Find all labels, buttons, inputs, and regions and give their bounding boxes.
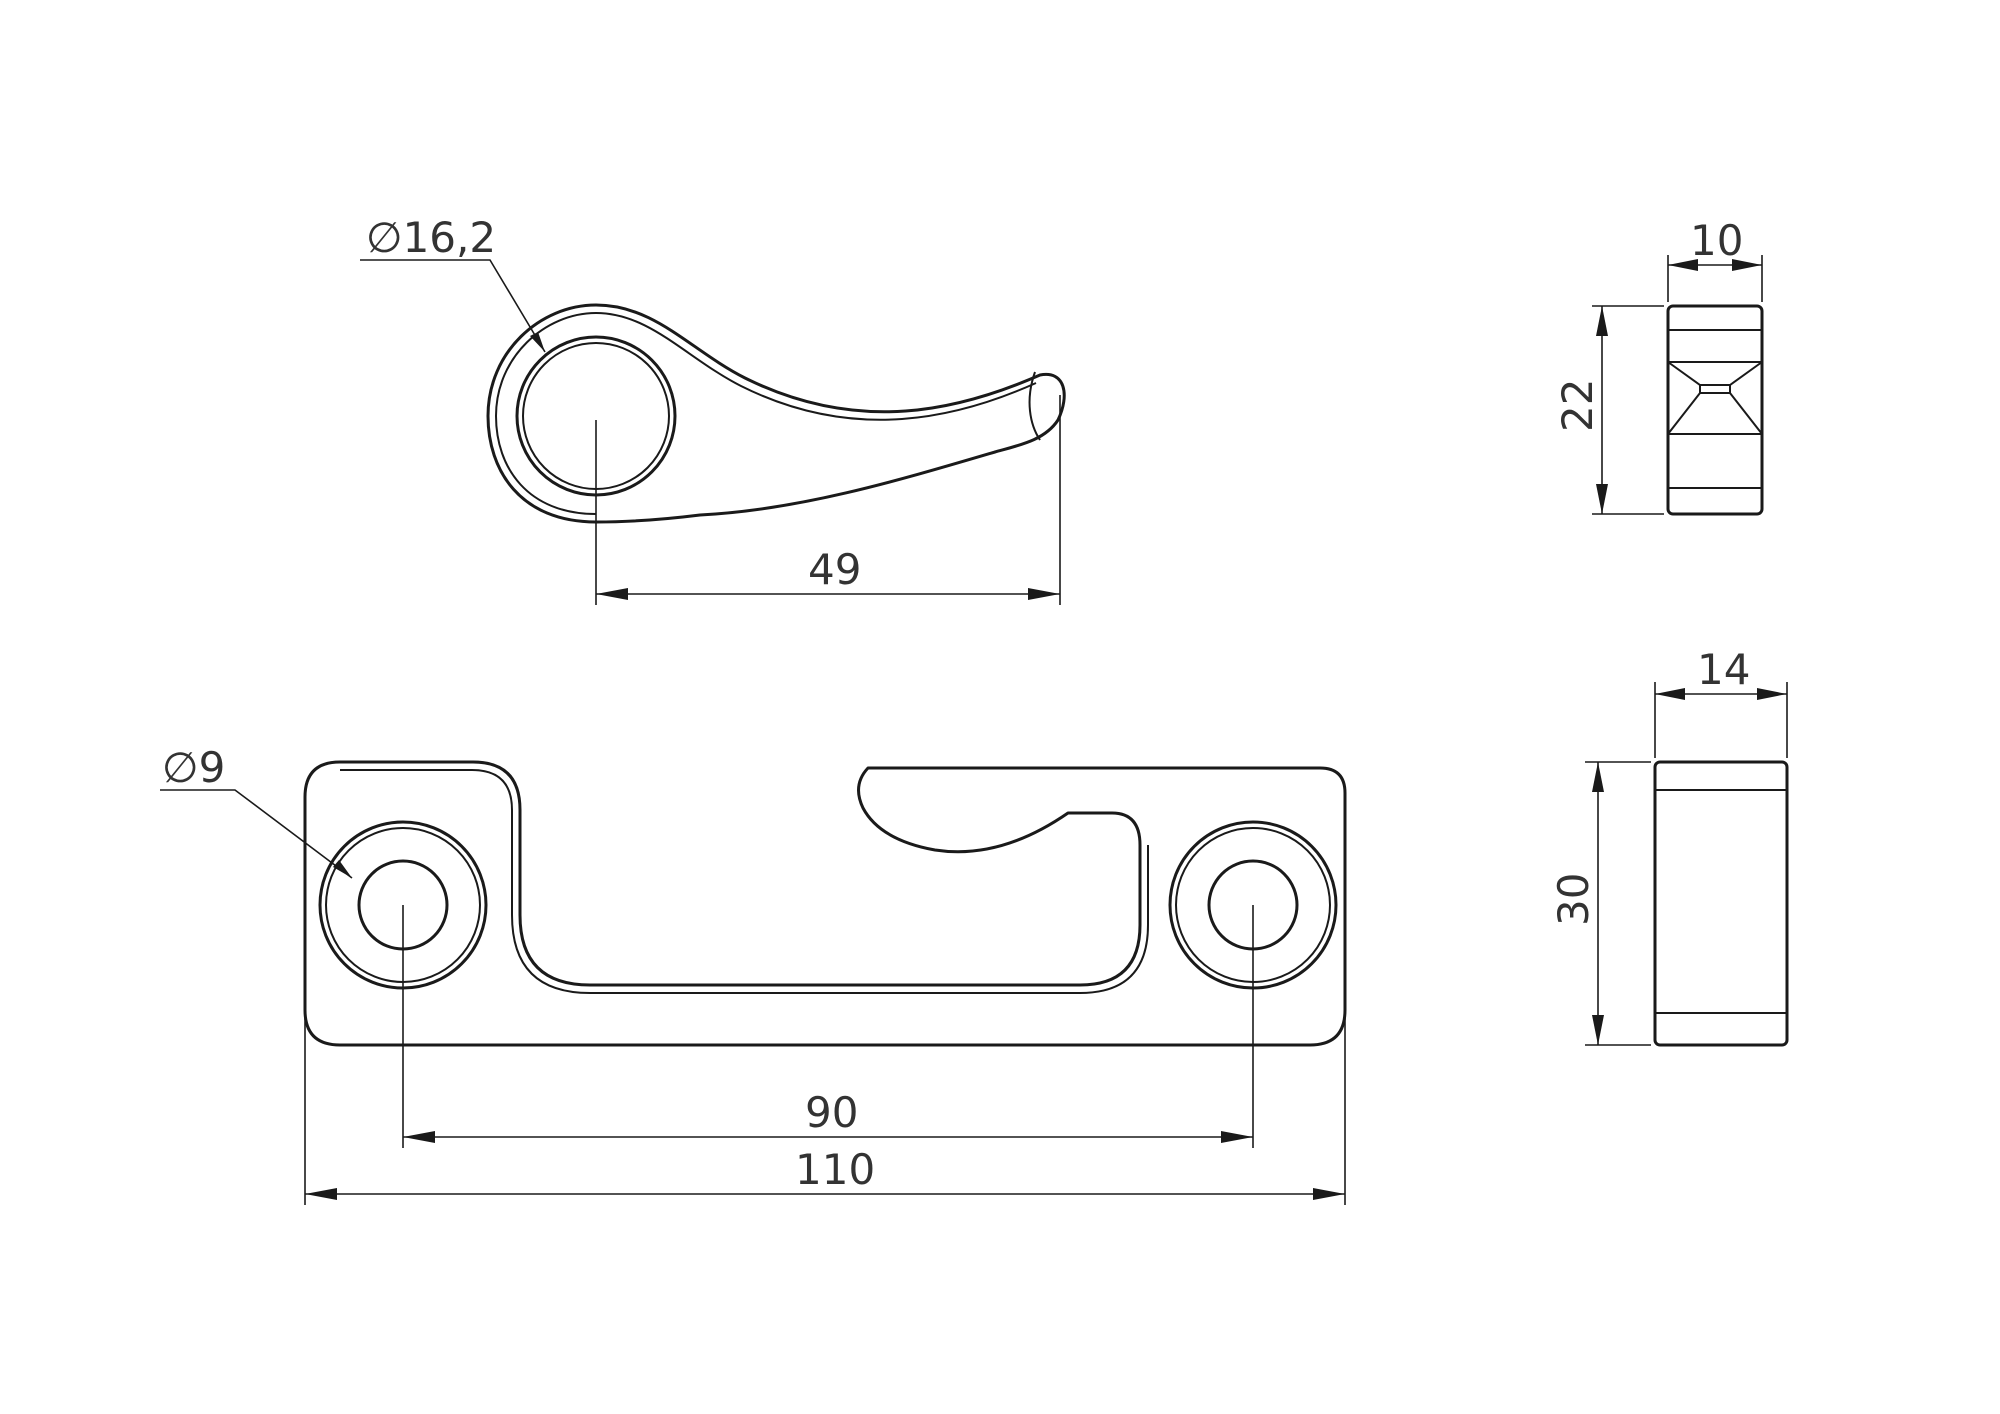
hook-side-bevel (1667, 361, 1763, 435)
hook-side-body (1666, 304, 1764, 516)
dim-hook-hole-diameter: ∅16,2 (360, 213, 546, 353)
dim-text-plate-hole-spacing: 90 (805, 1088, 858, 1137)
dim-text-hook-hole-diameter: ∅16,2 (366, 213, 496, 262)
plate-outline-inner (340, 769, 1149, 994)
hook-outline-inner (494, 311, 1037, 515)
dim-plate-side-thickness: 14 (1654, 645, 1788, 758)
hook-top-view (486, 303, 1066, 524)
dim-hook-side-height: 22 (1553, 305, 1664, 515)
dim-plate-length: 110 (304, 1015, 1346, 1205)
dim-text-plate-length: 110 (795, 1145, 875, 1194)
hook-side-view (1666, 304, 1764, 516)
dim-plate-hole-diameter: ∅9 (160, 743, 353, 879)
dim-text-plate-hole-diameter: ∅9 (162, 743, 225, 792)
dim-text-hook-length: 49 (808, 545, 861, 594)
plate-outline (303, 760, 1347, 1047)
plate-side-view (1653, 760, 1789, 1047)
dim-plate-hole-spacing: 90 (402, 905, 1254, 1148)
dim-plate-side-height: 30 (1549, 761, 1651, 1046)
plate-top-view (303, 760, 1347, 1047)
dim-text-plate-side-thickness: 14 (1697, 645, 1750, 694)
dim-hook-side-thickness: 10 (1667, 216, 1763, 302)
dim-text-hook-side-thickness: 10 (1690, 216, 1743, 265)
dim-text-plate-side-height: 30 (1549, 873, 1598, 926)
dim-text-hook-side-height: 22 (1553, 379, 1602, 432)
dim-hook-length: 49 (595, 395, 1061, 605)
plate-side-body (1653, 760, 1789, 1047)
hook-outline (486, 303, 1066, 524)
hook-tip-edge (1028, 371, 1041, 441)
